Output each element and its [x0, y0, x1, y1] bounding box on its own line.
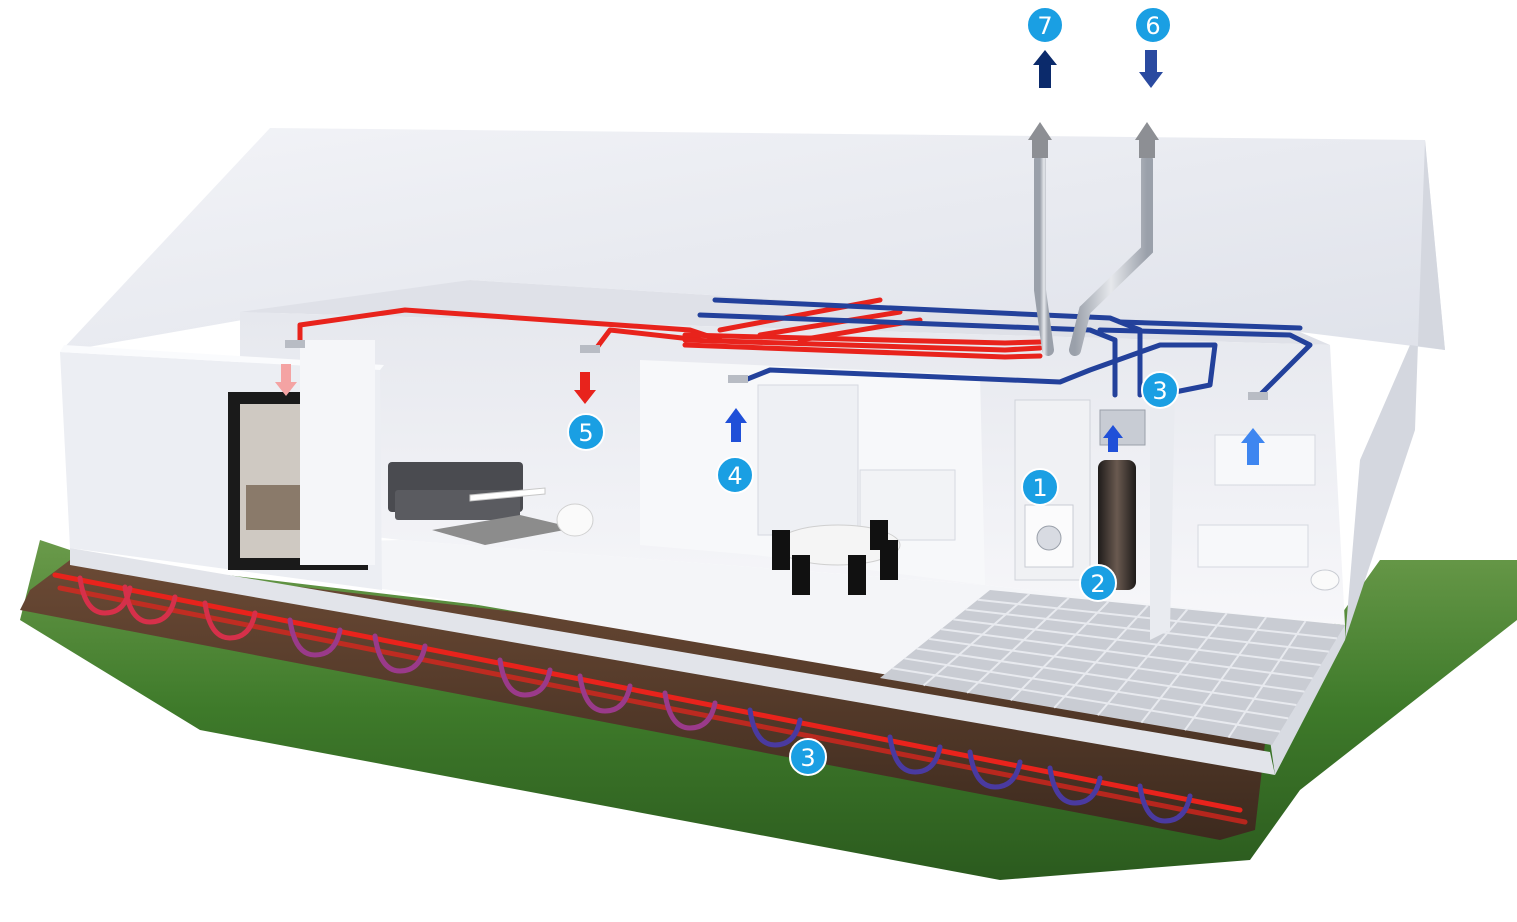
ground-loop: [372, 633, 428, 674]
ground-loop: [122, 584, 178, 625]
tile-line: [966, 597, 1070, 694]
tiled-floor: [880, 590, 1345, 745]
tile-line: [1227, 620, 1307, 739]
extract-air-ducts: [697, 297, 1313, 398]
tile-line: [916, 647, 1297, 706]
badge-number: 6: [1145, 12, 1160, 40]
badge-circle: [1021, 468, 1059, 506]
badge-circle: [716, 456, 754, 494]
swan-chair: [556, 503, 594, 537]
bedroom-bed: [246, 485, 306, 530]
tile-line: [892, 667, 1281, 733]
badge-number: 4: [727, 462, 742, 490]
coffee-table: [469, 487, 546, 502]
toilet: [1310, 569, 1340, 591]
badge-circle: [567, 413, 605, 451]
bathroom-vanity: [1197, 524, 1309, 568]
numbered-callouts: 7 6 5 4 3 1 2 3: [567, 6, 1179, 776]
blue-extract-arrow-unit: [1103, 425, 1123, 452]
rug: [432, 515, 575, 545]
badge-number: 3: [800, 744, 815, 772]
tile-line: [940, 628, 1313, 680]
light-blue-extract-arrow-bath: [1241, 428, 1265, 465]
badge-3-top: 3: [1141, 371, 1179, 409]
ground-loop: [1137, 783, 1193, 824]
ground-loop: [967, 749, 1023, 790]
bathroom-partition: [1150, 385, 1175, 640]
washing-machine-door: [1036, 525, 1062, 551]
tile-line: [953, 618, 1321, 666]
badge-circle: [1134, 6, 1172, 44]
pink-supply-arrow: [275, 364, 297, 396]
tile-line: [922, 593, 1031, 687]
ground-loop: [497, 657, 553, 698]
intake-arrow-down: [1139, 50, 1163, 88]
badge-6: 6: [1134, 6, 1172, 44]
bathroom-cabinets: [1214, 434, 1316, 486]
airflow-arrows: [275, 50, 1265, 465]
badge-number: 2: [1090, 570, 1105, 598]
badge-number: 5: [578, 419, 593, 447]
ventilation-unit: [1099, 409, 1146, 446]
badge-7: 7: [1026, 6, 1064, 44]
roof-gable-right: [1345, 140, 1445, 640]
badge-4: 4: [716, 456, 754, 494]
tile-line: [1184, 616, 1267, 731]
ground-loop: [202, 600, 258, 641]
exhaust-arrow-up: [1033, 50, 1057, 88]
bedroom-inner-wall: [300, 340, 375, 565]
tile-line: [1140, 612, 1228, 724]
ground-loop: [577, 673, 633, 714]
badge-2: 2: [1079, 564, 1117, 602]
badge-5: 5: [567, 413, 605, 451]
badge-1: 1: [1021, 468, 1059, 506]
tile-line: [904, 657, 1289, 720]
dining-chairs: [772, 520, 898, 595]
badge-number: 3: [1152, 377, 1167, 405]
heat-pump-water-tank: [1098, 460, 1136, 590]
badge-circle: [789, 738, 827, 776]
floor-slab-front-edge: [70, 548, 1275, 775]
tile-line: [965, 608, 1329, 653]
ceiling-diffusers: [285, 340, 1268, 400]
red-supply-arrow: [574, 372, 596, 404]
ground-loop: [287, 617, 343, 658]
badge-circle: [1079, 564, 1117, 602]
ground-loop: [662, 690, 718, 731]
floor-slab-side-edge: [1270, 625, 1345, 775]
badge-circle: [1026, 6, 1064, 44]
ground-loop: [887, 734, 943, 775]
tile-line: [1009, 600, 1110, 702]
ground-loop: [747, 707, 803, 748]
tile-line: [1053, 604, 1149, 709]
badge-3-ground: 3: [789, 738, 827, 776]
roof-ducts: [1034, 154, 1153, 356]
badge-circle: [1141, 371, 1179, 409]
badge-number: 7: [1037, 12, 1052, 40]
tile-line: [928, 637, 1305, 693]
roof-caps: [1028, 122, 1159, 158]
blue-extract-arrow-kitchen: [725, 408, 747, 442]
ground-loop: [1047, 765, 1103, 806]
badge-number: 1: [1032, 474, 1047, 502]
tile-line: [1097, 608, 1188, 716]
ground-heat-collector: [52, 572, 1248, 825]
kitchen-cabinets: [757, 384, 859, 536]
